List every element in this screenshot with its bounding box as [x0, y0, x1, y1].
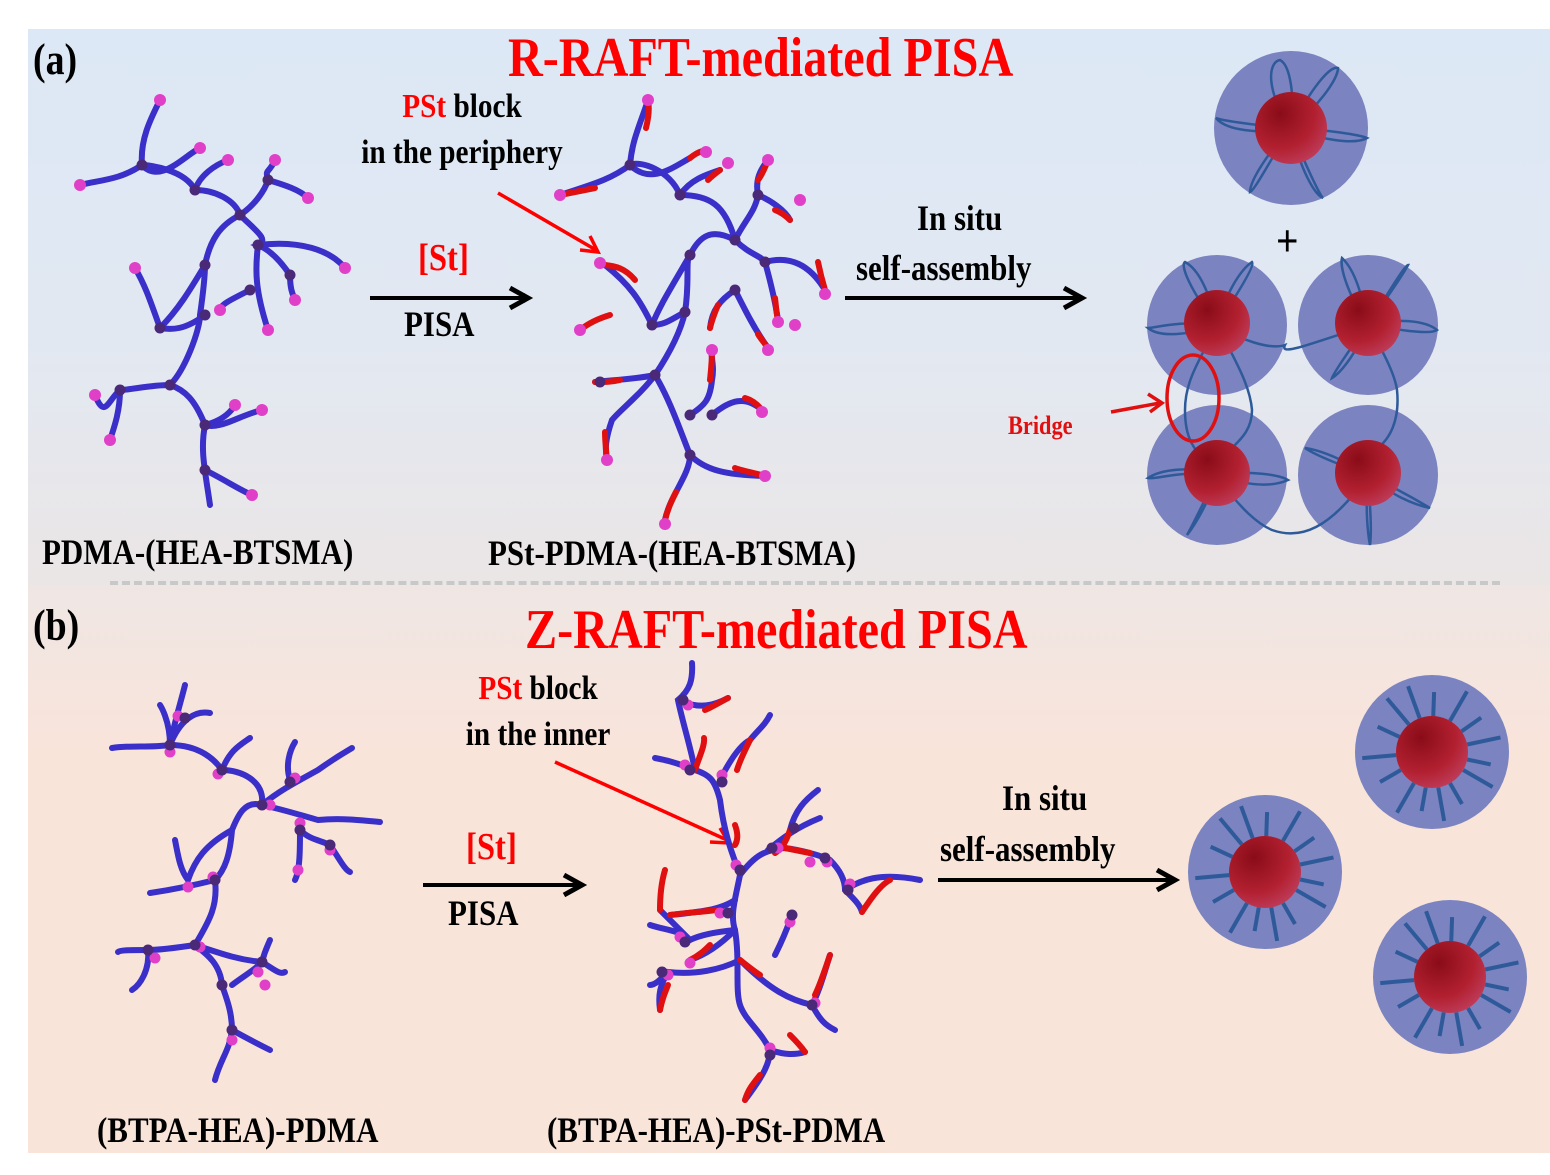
- annotation-rest-a: block: [446, 88, 522, 125]
- product-polymer-label-a: PSt-PDMA-(HEA-BTSMA): [488, 533, 857, 573]
- corona-chain: [1462, 768, 1494, 789]
- corona-chain: [1431, 691, 1437, 717]
- process-label-a: PISA: [404, 304, 475, 344]
- corona-chain: [1385, 697, 1411, 726]
- corona-chain: [1269, 907, 1280, 942]
- panel-a-title: R-RAFT-mediated PISA: [508, 27, 1014, 89]
- assembly-line2-b: self-assembly: [940, 829, 1116, 869]
- annotation-line2-a: in the periphery: [361, 134, 563, 171]
- end-groups-start-a: [74, 94, 351, 501]
- panel-divider: [110, 581, 1500, 585]
- node-pairs-start-b: [142, 710, 336, 1046]
- annotation-arrow-b: [554, 760, 728, 842]
- node-pairs-product-b: [656, 694, 856, 1061]
- star-micelle: [1355, 675, 1509, 829]
- corona-chain: [1239, 805, 1255, 839]
- annotation-arrow-a: [497, 191, 597, 252]
- panel-a-annotation: PSt block in the periphery: [333, 84, 591, 176]
- polymer-btpa-hea-pdma: [109, 682, 383, 1083]
- bridge-label: Bridge: [1008, 411, 1073, 440]
- corona-chain: [1379, 768, 1402, 784]
- corona-chain: [1299, 877, 1325, 887]
- process-label-b: PISA: [448, 893, 519, 933]
- panel-a-label: (a): [33, 35, 78, 84]
- corona-chain: [1209, 844, 1234, 859]
- annotation-highlight-a: PSt: [402, 88, 447, 125]
- corona-chain: [1228, 902, 1249, 934]
- start-polymer-label-a: PDMA-(HEA-BTSMA): [42, 532, 354, 572]
- corona-chain: [1195, 873, 1230, 881]
- corona-chain: [1218, 817, 1244, 846]
- corona-chain: [1394, 949, 1419, 964]
- corona-chain: [1395, 782, 1416, 814]
- corona-chain: [1212, 888, 1235, 904]
- polymer-btpa-hea-pst-pdma: [647, 660, 923, 1103]
- corona-chain: [1252, 907, 1261, 932]
- corona-chain: [1281, 902, 1297, 925]
- corona-chain: [1403, 922, 1429, 951]
- corona-chain: [1466, 735, 1501, 747]
- star-micelles: [1188, 675, 1527, 1054]
- reagent-label-a: [St]: [418, 237, 469, 279]
- plus-sign: +: [1276, 215, 1299, 266]
- annotation-rest-b: block: [522, 670, 598, 707]
- corona-chain: [1460, 715, 1483, 733]
- corona-chain: [1454, 1012, 1465, 1047]
- annotation-line2-b: in the inner: [465, 716, 611, 753]
- reaction-arrowhead-a: [508, 285, 534, 311]
- corona-chain: [1397, 993, 1420, 1009]
- product-polymer-label-b: (BTPA-HEA)-PSt-PDMA: [547, 1110, 886, 1150]
- assembly-line1-b: In situ: [1002, 778, 1088, 818]
- corona-chain: [1484, 960, 1519, 972]
- corona-chain: [1424, 910, 1440, 944]
- corona-chain: [1362, 753, 1397, 761]
- panel-b-annotation: PSt block in the inner: [422, 666, 654, 758]
- bridge-pointer-arrow: [1110, 401, 1161, 414]
- reagent-label-b: [St]: [466, 826, 517, 868]
- corona-chain: [1281, 810, 1302, 842]
- corona-chain: [1264, 811, 1270, 837]
- bridge-highlight-ellipse: [1165, 353, 1221, 443]
- star-micelle: [1373, 900, 1527, 1054]
- star-micelle: [1188, 795, 1342, 949]
- corona-chain: [1380, 978, 1415, 986]
- micelle-core: [1229, 836, 1301, 908]
- corona-chain: [1466, 757, 1492, 767]
- corona-chain: [1376, 724, 1401, 739]
- corona-chain: [1293, 835, 1316, 853]
- corona-chain: [1466, 915, 1487, 947]
- polymer-pdma-hea-btsma: [77, 97, 348, 508]
- corona-chain: [1466, 1007, 1482, 1030]
- corona-chain: [1299, 855, 1334, 867]
- panel-b-title: Z-RAFT-mediated PISA: [525, 599, 1028, 661]
- corona-chain: [1484, 982, 1510, 992]
- branch-nodes-product-a: [594, 159, 771, 461]
- corona-chain: [1480, 993, 1512, 1014]
- assembly-line1-a: In situ: [917, 198, 1003, 238]
- panel-b-label: (b): [33, 601, 80, 650]
- corona-chain: [1413, 1007, 1434, 1039]
- corona-chain: [1437, 1012, 1446, 1037]
- start-polymer-label-b: (BTPA-HEA)-PDMA: [97, 1110, 379, 1150]
- branch-nodes-start-a: [114, 159, 296, 476]
- corona-chain: [1478, 940, 1501, 958]
- corona-chain: [1295, 888, 1327, 909]
- corona-chain: [1419, 787, 1428, 812]
- annotation-highlight-b: PSt: [478, 670, 523, 707]
- micelle-core: [1414, 941, 1486, 1013]
- corona-chain: [1448, 690, 1469, 722]
- micelle-core: [1396, 716, 1468, 788]
- corona-chain: [1448, 782, 1464, 805]
- bridged-micelle-cluster: [1110, 255, 1440, 546]
- corona-chain: [1449, 916, 1455, 942]
- corona-chain: [1436, 787, 1447, 822]
- corona-chain: [1406, 685, 1422, 719]
- end-groups-product-a: [554, 94, 831, 530]
- flower-micelle-single: [1214, 51, 1370, 205]
- assembly-line2-a: self-assembly: [856, 248, 1032, 288]
